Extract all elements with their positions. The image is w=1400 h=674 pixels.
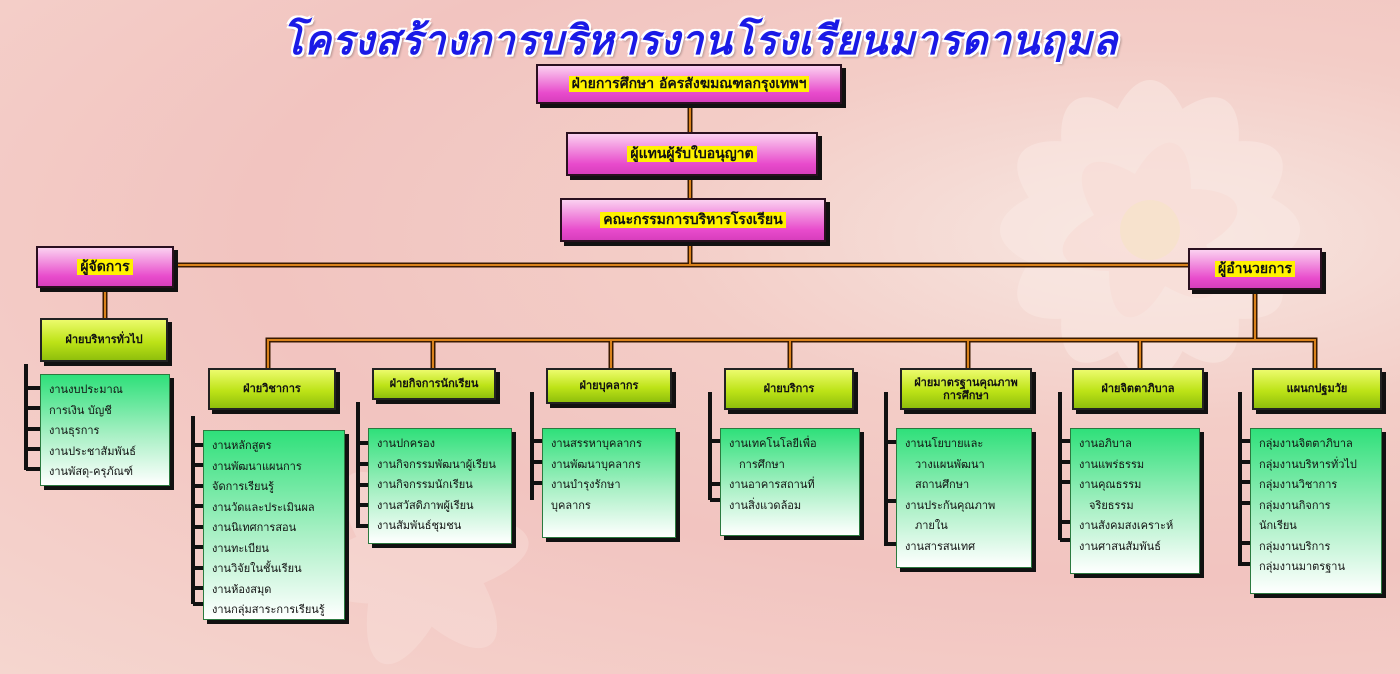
list-personnel: งานสรรหาบุคลากร งานพัฒนาบุคลากร งานบำรุง… [542, 428, 676, 538]
list-item: งานพัสดุ-ครุภัณฑ์ [49, 465, 133, 478]
committee-label: คณะกรรมการบริหารโรงเรียน [600, 211, 786, 229]
dept-academic: ฝ่ายวิชาการ [208, 368, 336, 410]
foundation-box: ฝ่ายการศึกษา อัครสังฆมณฑลกรุงเทพฯ [536, 64, 842, 104]
dept-services: ฝ่ายบริการ [724, 368, 854, 410]
list-item: งานธุรการ [49, 424, 100, 437]
dept-early-childhood: แผนกปฐมวัย [1252, 368, 1382, 410]
list-item: งานสรรหาบุคลากร [551, 437, 642, 450]
licensee-rep-box: ผู้แทนผู้รับใบอนุญาต [566, 132, 818, 176]
list-item: กลุ่มงานจิตตาภิบาล [1259, 437, 1353, 450]
list-item: งานวัดและประเมินผล [212, 500, 315, 514]
list-item: งานอาคารสถานที่ [729, 478, 815, 491]
list-item: งานประกันคุณภาพ [905, 498, 996, 512]
list-item: การเงิน บัญชี [49, 403, 112, 417]
list-item: งานสารสนเทศ [905, 539, 976, 553]
list-item: งานวิจัยในชั้นเรียน [212, 562, 302, 575]
list-item: งานงบประมาณ [49, 383, 123, 396]
list-item: งานห้องสมุด [212, 582, 272, 596]
list-item: กลุ่มงานบริการ [1259, 539, 1331, 553]
list-item: งานคุณธรรม [1079, 478, 1142, 491]
dept-early-childhood-label: แผนกปฐมวัย [1286, 382, 1348, 396]
dept-general-admin: ฝ่ายบริหารทั่วไป [40, 318, 168, 362]
list-item: งานศาสนสัมพันธ์ [1079, 539, 1161, 553]
list-item: งานสวัสดิภาพผู้เรียน [377, 498, 474, 512]
manager-label: ผู้จัดการ [77, 258, 133, 276]
list-item: บุคลากร [551, 498, 591, 512]
list-item: งานสัมพันธ์ชุมชน [377, 519, 462, 532]
list-item: งานพัฒนาบุคลากร [551, 457, 641, 471]
dept-general-admin-label: ฝ่ายบริหารทั่วไป [65, 333, 143, 347]
director-box: ผู้อำนวยการ [1188, 248, 1322, 290]
list-item: งานหลักสูตร [212, 439, 272, 452]
list-item: งานเทคโนโลยีเพื่อ [729, 437, 817, 450]
list-item: การศึกษา [739, 457, 785, 471]
list-item: งานประชาสัมพันธ์ [49, 444, 136, 458]
list-item: งานปกครอง [377, 437, 435, 450]
list-item: กลุ่มงานกิจการ [1259, 498, 1331, 512]
list-item: งานอภิบาล [1079, 437, 1132, 450]
list-item: งานนิเทศการสอน [212, 521, 297, 534]
list-pastoral: งานอภิบาล งานแพร่ธรรม งานคุณธรรม จริยธรร… [1070, 428, 1200, 574]
list-item: งานแพร่ธรรม [1079, 457, 1145, 471]
list-item: งานกิจกรรมนักเรียน [377, 478, 473, 491]
list-general-admin: งานงบประมาณ การเงิน บัญชี งานธุรการ งานป… [40, 374, 170, 486]
dept-academic-label: ฝ่ายวิชาการ [243, 382, 301, 396]
dept-personnel: ฝ่ายบุคลากร [546, 368, 672, 404]
list-item: งานกลุ่มสาระการเรียนรู้ [212, 603, 325, 616]
list-item: จริยธรรม [1089, 498, 1134, 512]
list-item: จัดการเรียนรู้ [212, 480, 274, 493]
list-item: งานบำรุงรักษา [551, 478, 621, 491]
list-item: นักเรียน [1259, 519, 1297, 532]
committee-box: คณะกรรมการบริหารโรงเรียน [560, 198, 826, 242]
manager-box: ผู้จัดการ [36, 246, 174, 288]
list-item: งานทะเบียน [212, 541, 269, 555]
licensee-rep-label: ผู้แทนผู้รับใบอนุญาต [627, 145, 757, 163]
director-label: ผู้อำนวยการ [1215, 260, 1295, 278]
dept-personnel-label: ฝ่ายบุคลากร [579, 379, 639, 393]
list-item: กลุ่มงานมาตรฐาน [1259, 560, 1345, 573]
list-item: งานสิ่งแวดล้อม [729, 498, 802, 512]
list-item: ภายใน [915, 519, 948, 532]
list-item: งานกิจกรรมพัฒนาผู้เรียน [377, 457, 496, 471]
list-academic: งานหลักสูตร งานพัฒนาแผนการ จัดการเรียนรู… [203, 430, 345, 620]
dept-quality-standards-label: ฝ่ายมาตรฐานคุณภาพการศึกษา [914, 375, 1018, 402]
list-student-affairs: งานปกครอง งานกิจกรรมพัฒนาผู้เรียน งานกิจ… [368, 428, 512, 544]
dept-services-label: ฝ่ายบริการ [763, 382, 815, 396]
dept-quality-standards: ฝ่ายมาตรฐานคุณภาพการศึกษา [900, 368, 1032, 410]
list-item: กลุ่มงานวิชาการ [1259, 478, 1338, 491]
list-item: กลุ่มงานบริหารทั่วไป [1259, 457, 1357, 471]
dept-pastoral: ฝ่ายจิตตาภิบาล [1072, 368, 1204, 410]
dept-student-affairs-label: ฝ่ายกิจการนักเรียน [389, 377, 479, 391]
list-item: วางแผนพัฒนา [915, 457, 985, 471]
list-item: งานสังคมสงเคราะห์ [1079, 519, 1174, 532]
page-title: โครงสร้างการบริหารงานโรงเรียนมารดานฤมล [281, 18, 1119, 64]
list-item: งานพัฒนาแผนการ [212, 459, 302, 473]
list-item: สถานศึกษา [915, 478, 970, 491]
list-services: งานเทคโนโลยีเพื่อ การศึกษา งานอาคารสถานท… [720, 428, 860, 536]
dept-pastoral-label: ฝ่ายจิตตาภิบาล [1101, 382, 1175, 396]
list-quality-standards: งานนโยบายและ วางแผนพัฒนา สถานศึกษา งานปร… [896, 428, 1032, 568]
dept-student-affairs: ฝ่ายกิจการนักเรียน [372, 368, 496, 400]
list-early-childhood: กลุ่มงานจิตตาภิบาล กลุ่มงานบริหารทั่วไป … [1250, 428, 1382, 594]
foundation-label: ฝ่ายการศึกษา อัครสังฆมณฑลกรุงเทพฯ [568, 75, 810, 93]
list-item: งานนโยบายและ [905, 437, 984, 450]
